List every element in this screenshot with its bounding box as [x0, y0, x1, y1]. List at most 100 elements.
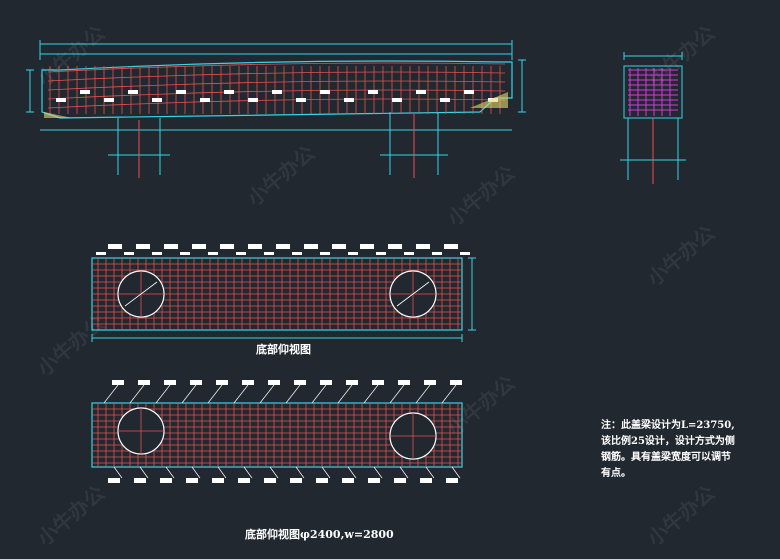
rebar-tag [192, 244, 206, 249]
leader-line [165, 466, 175, 479]
design-note: 注：此盖梁设计为L=23750, 该比例25设计，设计方式为侧 钢筋。具有盖梁宽… [601, 418, 771, 482]
rebar-tag [392, 98, 402, 102]
leader-line [363, 384, 379, 404]
leader-line [347, 466, 357, 479]
rebar-tag [160, 478, 172, 483]
note-line-2: 该比例25设计，设计方式为侧 [601, 436, 735, 447]
note-line-3: 钢筋。具有盖梁宽度可以调节 [601, 452, 731, 463]
leader-line [207, 384, 223, 404]
rebar-tag [272, 90, 282, 94]
rebar-tag [376, 252, 386, 255]
rebar-tag [420, 478, 432, 483]
rebar-tag [268, 380, 280, 385]
rebar-tag [292, 252, 302, 255]
cap-beam-elevation [26, 40, 526, 178]
leader-line [285, 384, 301, 404]
rebar-tag [276, 244, 290, 249]
rebar-tag [332, 244, 346, 249]
rebar-line [47, 98, 506, 109]
leader-line [113, 466, 123, 479]
rebar-tag [124, 252, 134, 255]
rebar-tag [248, 98, 258, 102]
rebar-tag [444, 244, 458, 249]
rebar-tag [108, 244, 122, 249]
rebar-tag [238, 478, 250, 483]
rebar-line [47, 80, 506, 91]
note-line-4: 有点。 [601, 468, 631, 479]
rebar-tag [348, 252, 358, 255]
leader-line [129, 384, 145, 404]
leader-line [269, 466, 279, 479]
rebar-tag [360, 244, 374, 249]
bottom-plan-1 [91, 244, 476, 342]
leader-line [217, 466, 227, 479]
leader-line [191, 466, 201, 479]
leader-line [415, 384, 431, 404]
rebar-tag [450, 380, 462, 385]
leader-line [441, 384, 457, 404]
rebar-tag [342, 478, 354, 483]
rebar-tag [190, 380, 202, 385]
rebar-tag [368, 478, 380, 483]
rebar-tag [432, 252, 442, 255]
rebar-tag [264, 252, 274, 255]
rebar-tag [134, 478, 146, 483]
bottom-plan-2 [91, 380, 463, 483]
rebar-tag [152, 98, 162, 102]
leader-line [373, 466, 383, 479]
leader-line [243, 466, 253, 479]
leader-line [295, 466, 305, 479]
leader-line [233, 384, 249, 404]
rebar-tag [224, 90, 234, 94]
leader-line [451, 466, 461, 479]
rebar-tag [176, 90, 186, 94]
leader-line [425, 466, 435, 479]
rebar-tag [180, 252, 190, 255]
rebar-tag [398, 380, 410, 385]
leader-line [321, 466, 331, 479]
rebar-tag [212, 478, 224, 483]
bottom-plan-2-label: 底部仰视图φ2400,w=2800 [245, 528, 394, 541]
rebar-tag [112, 380, 124, 385]
rebar-tag [304, 244, 318, 249]
rebar-tag [108, 478, 120, 483]
rebar-tag [248, 244, 262, 249]
rebar-tag [368, 90, 378, 94]
leader-line [389, 384, 405, 404]
leader-line [181, 384, 197, 404]
rebar-tag [138, 380, 150, 385]
rebar-tag [464, 90, 474, 94]
rebar-tag [440, 98, 450, 102]
rebar-tag [424, 380, 436, 385]
rebar-tag [388, 244, 402, 249]
rebar-tag [242, 380, 254, 385]
rebar-tag [164, 244, 178, 249]
rebar-tag [152, 252, 162, 255]
rebar-tag [320, 252, 330, 255]
rebar-tag [416, 90, 426, 94]
rebar-tag [264, 478, 276, 483]
rebar-line [47, 71, 506, 82]
rebar-tag [96, 252, 106, 255]
rebar-tag [200, 98, 210, 102]
leader-line [399, 466, 409, 479]
rebar-tag [296, 98, 306, 102]
rebar-tag [56, 98, 66, 102]
leader-line [139, 466, 149, 479]
rebar-tag [136, 244, 150, 249]
leader-line [259, 384, 275, 404]
rebar-tag [294, 380, 306, 385]
leader-line [337, 384, 353, 404]
leader-line [155, 384, 171, 404]
rebar-tag [460, 252, 470, 255]
rebar-tag [404, 252, 414, 255]
rebar-tag [394, 478, 406, 483]
rebar-tag [320, 380, 332, 385]
rebar-tag [290, 478, 302, 483]
leader-line [311, 384, 327, 404]
rebar-tag [216, 380, 228, 385]
bottom-plan-1-label: 底部仰视图 [256, 343, 311, 356]
leader-line [103, 384, 119, 404]
rebar-tag [344, 98, 354, 102]
